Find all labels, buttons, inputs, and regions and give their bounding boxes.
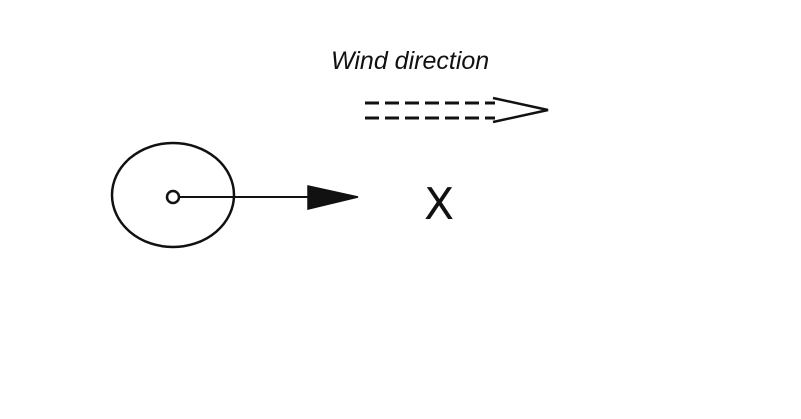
source-center-point bbox=[165, 189, 181, 205]
target-marker: X bbox=[424, 179, 454, 230]
wind-direction-label: Wind direction bbox=[331, 47, 489, 75]
trajectory-arrow bbox=[179, 185, 359, 210]
trajectory-arrowhead bbox=[307, 185, 359, 210]
wind-direction-arrow bbox=[365, 96, 549, 124]
source-circle bbox=[110, 141, 236, 249]
